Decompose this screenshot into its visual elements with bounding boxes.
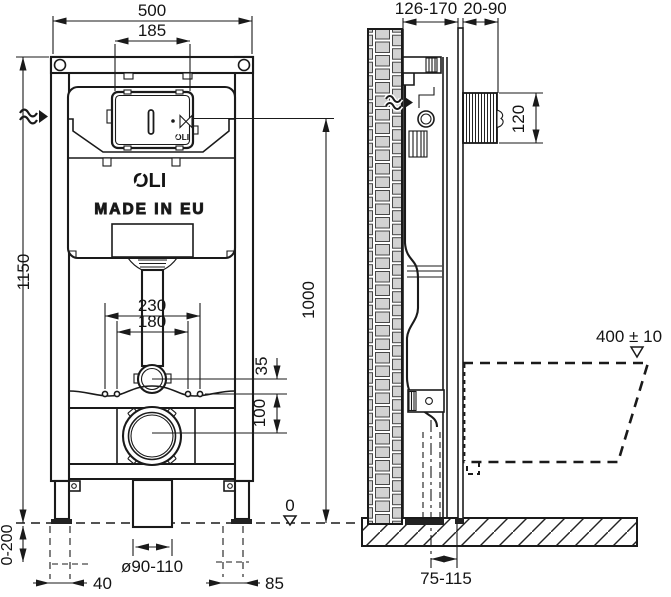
level-triangle-icon-bowl [629,346,645,359]
dim-bowl-height: 400 ± 10 [596,327,662,359]
floor-level-marker: 0 [282,496,298,527]
drain-pipe [131,478,174,529]
dim-bolt-spacing-outer: 230 [104,296,201,389]
dim-flange-offset-35: 35 [152,357,287,434]
dim-plate-cutout-width: 185 [114,21,191,91]
made-in-label: MADE IN EU [94,201,205,218]
frame-foot-side [405,519,444,525]
dim-bowl-height-label: 400 ± 10 [596,327,662,346]
inlet-connection [417,110,435,128]
dim-frame-depth-label: 126-170 [395,0,457,18]
cistern-profile [403,85,439,428]
dim-outlet-distance: 75-115 [420,523,472,588]
dim-overall-width: 500 [52,1,253,54]
dim-100-label: 100 [250,399,269,427]
dim-leg-adjust: 0-200 [0,524,27,565]
dim-bolt-outer-label: 230 [138,296,166,315]
fixing-bracket [407,389,445,413]
side-view: 126-170 20-90 120 400 ± 10 75-115 [361,0,662,588]
dim-leg-adjust-label: 0-200 [0,524,16,565]
valve-icon [179,114,193,129]
flush-slot [147,109,155,135]
leg-right [233,479,251,521]
toilet-outline [463,361,650,475]
dim-bolt-inner-label: 180 [138,312,166,331]
floor-slab [361,517,638,547]
dim-wall-finish: 20-90 [462,0,507,93]
front-view: OLI OLI MADE IN EU 500 185 [0,1,361,593]
dim-overall-width-label: 500 [138,1,166,20]
dim-left-offset-40: 40 [33,526,112,593]
dim-wall-finish-label: 20-90 [463,0,506,18]
mount-hole-left [53,58,67,72]
inspection-recess [111,223,194,258]
zero-level-label: 0 [285,496,294,515]
dim-plate-height: 120 [499,92,543,144]
level-triangle-icon [282,515,298,527]
frame-front [49,55,255,521]
water-inlet-icon [19,108,48,125]
drain-flange [121,405,183,467]
board-foot-side [455,518,464,524]
dim-plate-height-label: 120 [509,105,528,133]
tiled-wall [367,28,403,525]
dim-flush-height-label: 1000 [299,281,318,319]
control-box: OLI [106,89,199,151]
dim-35-label: 35 [252,357,271,376]
dim-frame-depth: 126-170 [395,0,459,29]
dim-plate-cutout-label: 185 [138,21,166,40]
foot-left [51,519,72,524]
dim-drain-label: ø90-110 [121,557,183,576]
dim-frame-height: 1150 [14,56,49,524]
dim-flush-height: 100 0 [192,117,334,524]
fixing-bolts [101,390,204,398]
test-dot [171,119,175,123]
dim-outlet-offset-100: 100 [250,393,281,434]
dim-bolt-spacing-inner: 180 [116,312,189,389]
water-inlet-icon-side [383,93,413,112]
mount-hole-right [237,58,251,72]
corrugated-adapter [127,257,178,271]
dim-outlet-distance-label: 75-115 [420,569,472,588]
foot-right [231,519,252,524]
control-box-logo: OLI [175,132,189,142]
leg-left [53,479,71,521]
flush-plate-recess [462,92,504,144]
dim-drain-diameter: ø90-110 [121,539,183,576]
dim-85-label: 85 [265,574,284,593]
dim-40-label: 40 [93,574,112,593]
dim-right-offset-85: 85 [206,526,284,593]
lower-bracket [68,385,236,397]
frame-profile [402,27,464,568]
dim-frame-height-label: 1150 [14,254,33,291]
